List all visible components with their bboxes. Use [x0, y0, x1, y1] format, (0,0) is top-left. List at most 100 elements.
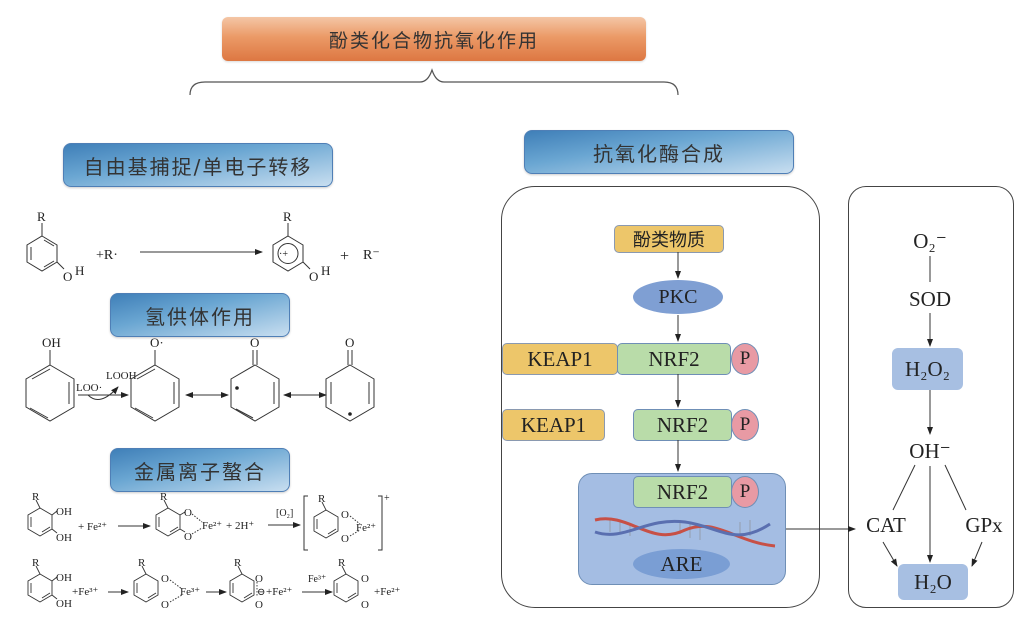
- row2-fe3-condition: Fe³⁺: [308, 574, 326, 585]
- phospho-p-b: P: [731, 409, 759, 441]
- phospho-p-c: P: [731, 476, 759, 508]
- phenol-ring: [25, 350, 75, 422]
- row1-o2-condition: [O₂]: [276, 508, 293, 519]
- row2-quinone-o2: O: [361, 599, 369, 611]
- coordination-bond: [191, 513, 203, 523]
- keto-o-1: O: [250, 335, 259, 350]
- nrf2-free-node: NRF2: [633, 409, 732, 441]
- fe3-complex-ring: [133, 565, 159, 603]
- row1-oh2: OH: [56, 532, 72, 544]
- row2-complex-fe: Fe³⁺: [180, 586, 200, 598]
- row2-r: R: [32, 557, 40, 569]
- bracket-r: R: [318, 493, 326, 505]
- h2o2-node: H₂O₂: [892, 348, 963, 390]
- row2-oh2: OH: [56, 598, 72, 610]
- radical-cation-mark: ·+: [279, 249, 288, 260]
- section-radical-scavenging-title: 自由基捕捉/单电子转移: [83, 154, 313, 179]
- bracket-o2: O: [341, 533, 349, 545]
- pkc-node: PKC: [633, 280, 723, 314]
- superoxide-label: O₂⁻: [913, 228, 947, 253]
- phenol-oh: OH: [42, 335, 61, 350]
- section-hydrogen-donor-title: 氢供体作用: [145, 304, 255, 329]
- bracket-right: [378, 495, 383, 551]
- coordination-bond: [169, 579, 183, 590]
- oxidized-complex-ring: [313, 501, 339, 539]
- radical-dot: [348, 412, 352, 416]
- byproduct-anion: R⁻: [363, 248, 380, 263]
- coordination-bond: [349, 529, 361, 537]
- radical-cation-ring: [272, 223, 311, 272]
- top-brace: [189, 68, 679, 96]
- product-r: R: [283, 209, 292, 224]
- row2-quinone-o1: O: [361, 573, 369, 585]
- keap1-bound-node: KEAP1: [502, 343, 618, 375]
- reagent-radical: +R·: [96, 248, 118, 263]
- phenoxy-label: O·: [150, 335, 164, 350]
- row1-plus-2h: + 2H⁺: [226, 520, 254, 532]
- row2-quinone-r: R: [338, 557, 346, 569]
- phenoxy-ring: [130, 350, 180, 422]
- diagram-title-text: 酚类化合物抗氧化作用: [328, 29, 539, 52]
- row1-r: R: [32, 492, 40, 503]
- section-radical-scavenging-header: 自由基捕捉/单电子转移: [63, 143, 333, 187]
- are-node: ARE: [633, 549, 730, 579]
- product-h: H: [321, 263, 330, 278]
- fe2-complex-ring: [155, 499, 186, 537]
- gpx-label: GPx: [965, 512, 1003, 537]
- row2-complex-o1: O: [161, 573, 169, 585]
- reactant-r: R: [37, 209, 46, 224]
- sod-label: SOD: [908, 286, 951, 311]
- row1-complex-r: R: [160, 492, 168, 503]
- product-plus: +: [340, 248, 349, 265]
- row1-complex-fe: Fe²⁺: [202, 520, 222, 532]
- row1-plus-fe2: + Fe²⁺: [78, 521, 107, 533]
- arrow-gpx-h2o: [971, 541, 983, 567]
- coordination-bond: [191, 527, 203, 535]
- bracket-charge: +: [384, 493, 390, 504]
- row2-semiquinone-o1: O: [255, 573, 263, 585]
- row2-plus-fe3: +Fe³⁺: [72, 586, 99, 598]
- section-antioxidant-enzyme-title: 抗氧化酶合成: [593, 141, 725, 166]
- reaction-metal-chelation: R OH OH + Fe²⁺ R O O Fe²⁺ + 2H⁺ [O₂] + R…: [27, 492, 401, 611]
- row2-semiquinone-o2: O: [255, 599, 263, 611]
- section-metal-chelation-title: 金属离子螯合: [134, 459, 266, 484]
- reactant-h: H: [75, 263, 84, 278]
- bracket-fe: Fe²⁺: [356, 522, 376, 534]
- row2-complex-r: R: [138, 557, 146, 569]
- section-metal-chelation-header: 金属离子螯合: [110, 448, 290, 492]
- enzyme-cascade-panel: [848, 186, 1014, 608]
- cat-label: CAT: [866, 512, 906, 537]
- phenol-ring: [26, 223, 65, 272]
- section-antioxidant-enzyme-header: 抗氧化酶合成: [524, 130, 794, 174]
- coordination-bond: [349, 515, 361, 525]
- row1-complex-o2: O: [184, 531, 192, 543]
- section-hydrogen-donor-header: 氢供体作用: [110, 293, 290, 337]
- phospho-p-a: P: [731, 343, 759, 375]
- ortho-keto-ring: [230, 350, 280, 422]
- quinone-ring: [333, 565, 359, 603]
- hydroxide-label: OH⁻: [909, 438, 951, 463]
- semiquinone-charge: ⊖: [257, 587, 265, 598]
- nrf2-nuclear-node: NRF2: [633, 476, 732, 508]
- nrf2-bound-node: NRF2: [617, 343, 731, 375]
- radical-dot: [235, 386, 239, 390]
- keto-o-2: O: [345, 335, 354, 350]
- loo-radical: LOO·: [76, 382, 102, 394]
- row2-complex-o2: O: [161, 599, 169, 611]
- bracket-left: [303, 495, 308, 551]
- para-keto-ring: [325, 350, 375, 422]
- looh: LOOH: [106, 370, 137, 382]
- row2-plus-fe2: +Fe²⁺: [266, 586, 293, 598]
- reaction-single-electron-transfer: R O H +R· ·+ R O H + R⁻: [26, 209, 380, 284]
- phenolics-node: 酚类物质: [614, 225, 724, 253]
- row1-oh1: OH: [56, 506, 72, 518]
- row2-plus-fe2-end: +Fe²⁺: [374, 586, 401, 598]
- line-oh-cat: [892, 464, 916, 511]
- catechol-ring: [27, 499, 58, 537]
- product-o: O: [309, 269, 318, 284]
- row2-oh1: OH: [56, 572, 72, 584]
- reaction-hydrogen-donation: OH LOO· LOOH O· O O: [25, 335, 375, 422]
- dna-helix-icon: [594, 517, 776, 548]
- h2o-node: H₂O: [898, 564, 968, 600]
